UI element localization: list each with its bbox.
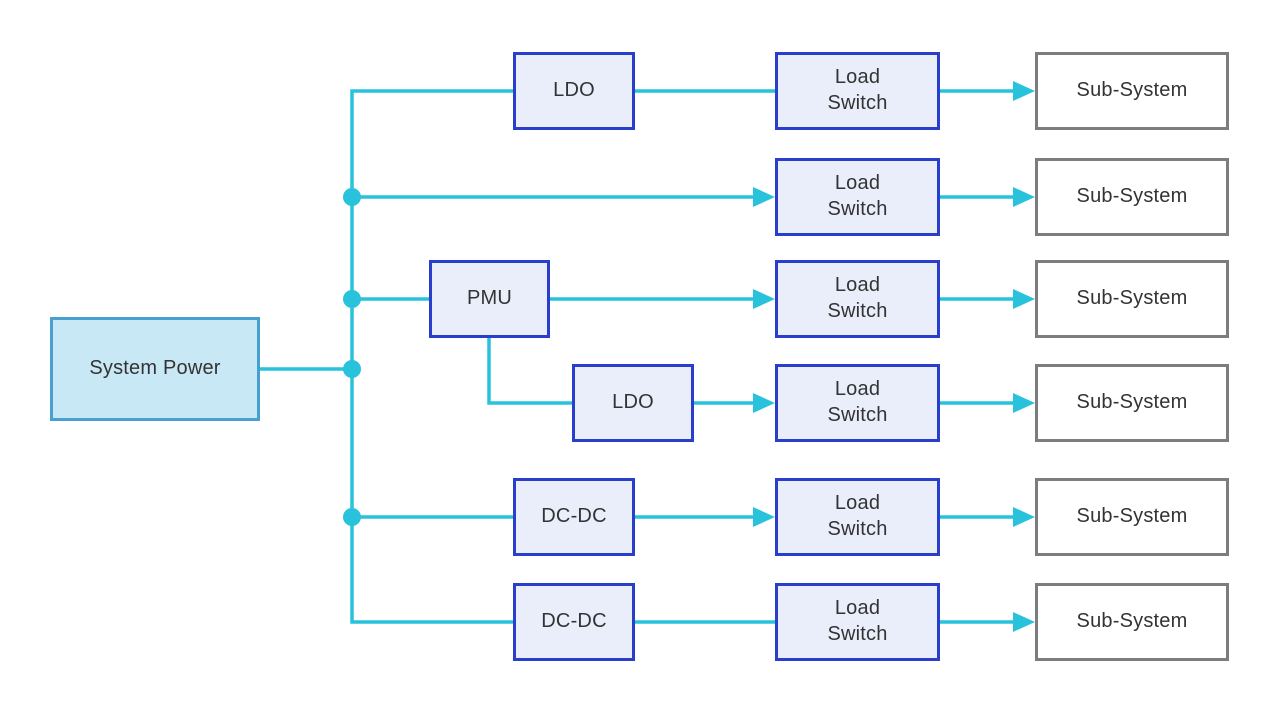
dcdc-node-row6: DC-DC — [513, 583, 635, 661]
load-switch-node-row5: Load Switch — [775, 478, 940, 556]
sub-system-node-row5: Sub-System — [1035, 478, 1229, 556]
load-switch-node-row3: Load Switch — [775, 260, 940, 338]
junction-dot — [343, 188, 361, 206]
sub-system-node-row4: Sub-System — [1035, 364, 1229, 442]
dcdc-node-row5: DC-DC — [513, 478, 635, 556]
system-power-node: System Power — [50, 317, 260, 421]
sub-system-label: Sub-System — [1076, 287, 1188, 310]
load-switch-label: Load Switch — [827, 66, 888, 114]
junction-dot — [343, 508, 361, 526]
sub-system-node-row1: Sub-System — [1035, 52, 1229, 130]
trunk-line — [350, 89, 513, 624]
arrowhead — [1013, 81, 1035, 101]
arrowhead — [753, 393, 775, 413]
system-power-label: System Power — [89, 357, 221, 380]
load-switch-label: Load Switch — [827, 274, 888, 322]
ldo-label: LDO — [553, 79, 595, 102]
sub-system-node-row2: Sub-System — [1035, 158, 1229, 236]
sub-system-label: Sub-System — [1076, 505, 1188, 528]
junction-dot — [343, 360, 361, 378]
ldo-node-row4: LDO — [572, 364, 694, 442]
sub-system-label: Sub-System — [1076, 610, 1188, 633]
dcdc-label: DC-DC — [541, 610, 607, 633]
arrowhead — [1013, 393, 1035, 413]
load-switch-node-row1: Load Switch — [775, 52, 940, 130]
arrowhead — [1013, 289, 1035, 309]
sub-system-label: Sub-System — [1076, 79, 1188, 102]
load-switch-label: Load Switch — [827, 378, 888, 426]
load-switch-node-row2: Load Switch — [775, 158, 940, 236]
pmu-ldo-elbow-line — [487, 338, 572, 405]
arrowhead — [753, 507, 775, 527]
sub-system-label: Sub-System — [1076, 391, 1188, 414]
sub-system-label: Sub-System — [1076, 185, 1188, 208]
dcdc-label: DC-DC — [541, 505, 607, 528]
arrowhead — [1013, 612, 1035, 632]
load-switch-label: Load Switch — [827, 492, 888, 540]
sub-system-node-row6: Sub-System — [1035, 583, 1229, 661]
arrowhead — [1013, 187, 1035, 207]
ldo-label: LDO — [612, 391, 654, 414]
load-switch-node-row4: Load Switch — [775, 364, 940, 442]
ldo-node-row1: LDO — [513, 52, 635, 130]
pmu-label: PMU — [466, 287, 513, 310]
arrowhead — [753, 187, 775, 207]
pmu-node: PMU — [429, 260, 550, 338]
load-switch-label: Load Switch — [827, 597, 888, 645]
sub-system-node-row3: Sub-System — [1035, 260, 1229, 338]
junction-dot — [343, 290, 361, 308]
load-switch-label: Load Switch — [827, 172, 888, 220]
load-switch-node-row6: Load Switch — [775, 583, 940, 661]
arrowhead — [1013, 507, 1035, 527]
arrowhead — [753, 289, 775, 309]
